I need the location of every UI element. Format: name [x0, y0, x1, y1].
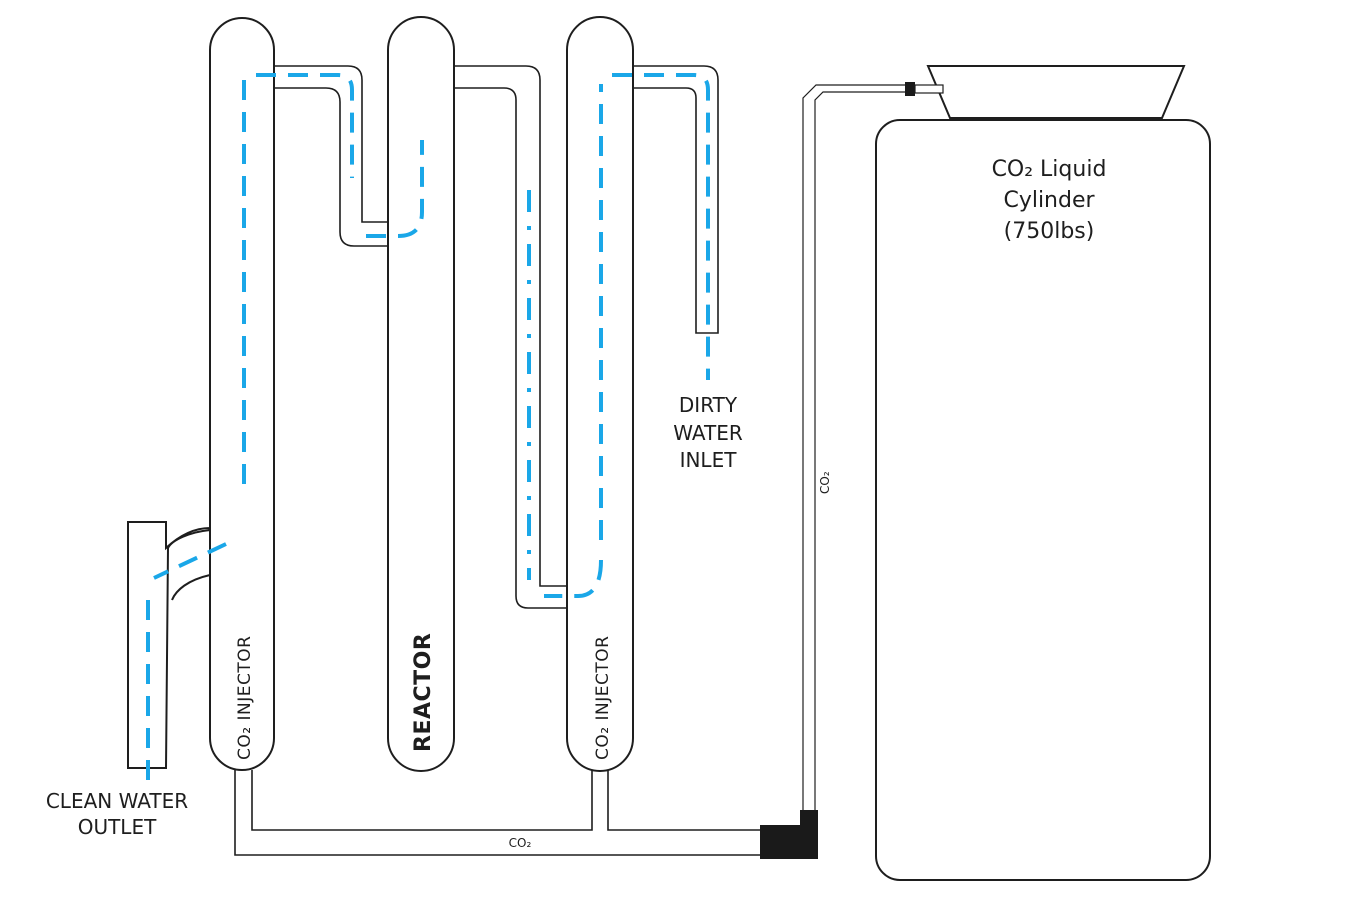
label-reactor: REACTOR — [411, 633, 436, 752]
clean-outlet-line-2: OUTLET — [78, 815, 157, 839]
label-clean-outlet: CLEAN WATER OUTLET — [46, 789, 188, 839]
connector-pipe-middle — [454, 65, 567, 587]
dirty-inlet-line-2: WATER — [673, 421, 743, 445]
label-injector-left: CO₂ INJECTOR — [235, 636, 255, 760]
label-cylinder: CO₂ Liquid Cylinder (750lbs) — [992, 157, 1107, 244]
dirty-inlet-pipe — [633, 65, 719, 334]
label-co2-bottom-pipe: CO₂ — [509, 836, 532, 850]
label-injector-right: CO₂ INJECTOR — [593, 636, 613, 760]
cylinder-line-2: Cylinder — [1003, 188, 1095, 213]
label-dirty-inlet: DIRTY WATER INLET — [673, 393, 743, 472]
water-flow-path — [146, 73, 710, 780]
reactor-column — [387, 16, 455, 772]
clean-outlet-line-1: CLEAN WATER — [46, 789, 188, 813]
connector-pipe-left-outer — [274, 87, 388, 247]
co2-liquid-cylinder — [875, 65, 1211, 881]
dirty-inlet-line-3: INLET — [680, 448, 738, 472]
connector-pipe-left — [274, 65, 388, 223]
connector-pipe-middle-outer — [454, 87, 567, 609]
left-injector-column — [127, 17, 275, 771]
dirty-inlet-line-1: DIRTY — [679, 393, 738, 417]
label-co2-vertical-pipe: CO₂ — [818, 471, 832, 494]
cylinder-line-3: (750lbs) — [1004, 219, 1095, 244]
cylinder-valve-icon — [905, 82, 915, 96]
pipe-connector-block — [760, 810, 818, 859]
co2-supply-pipes — [234, 84, 905, 856]
cylinder-line-1: CO₂ Liquid — [992, 157, 1107, 182]
cylinder-cap — [926, 65, 1186, 119]
outlet-branch-edge — [171, 574, 211, 601]
